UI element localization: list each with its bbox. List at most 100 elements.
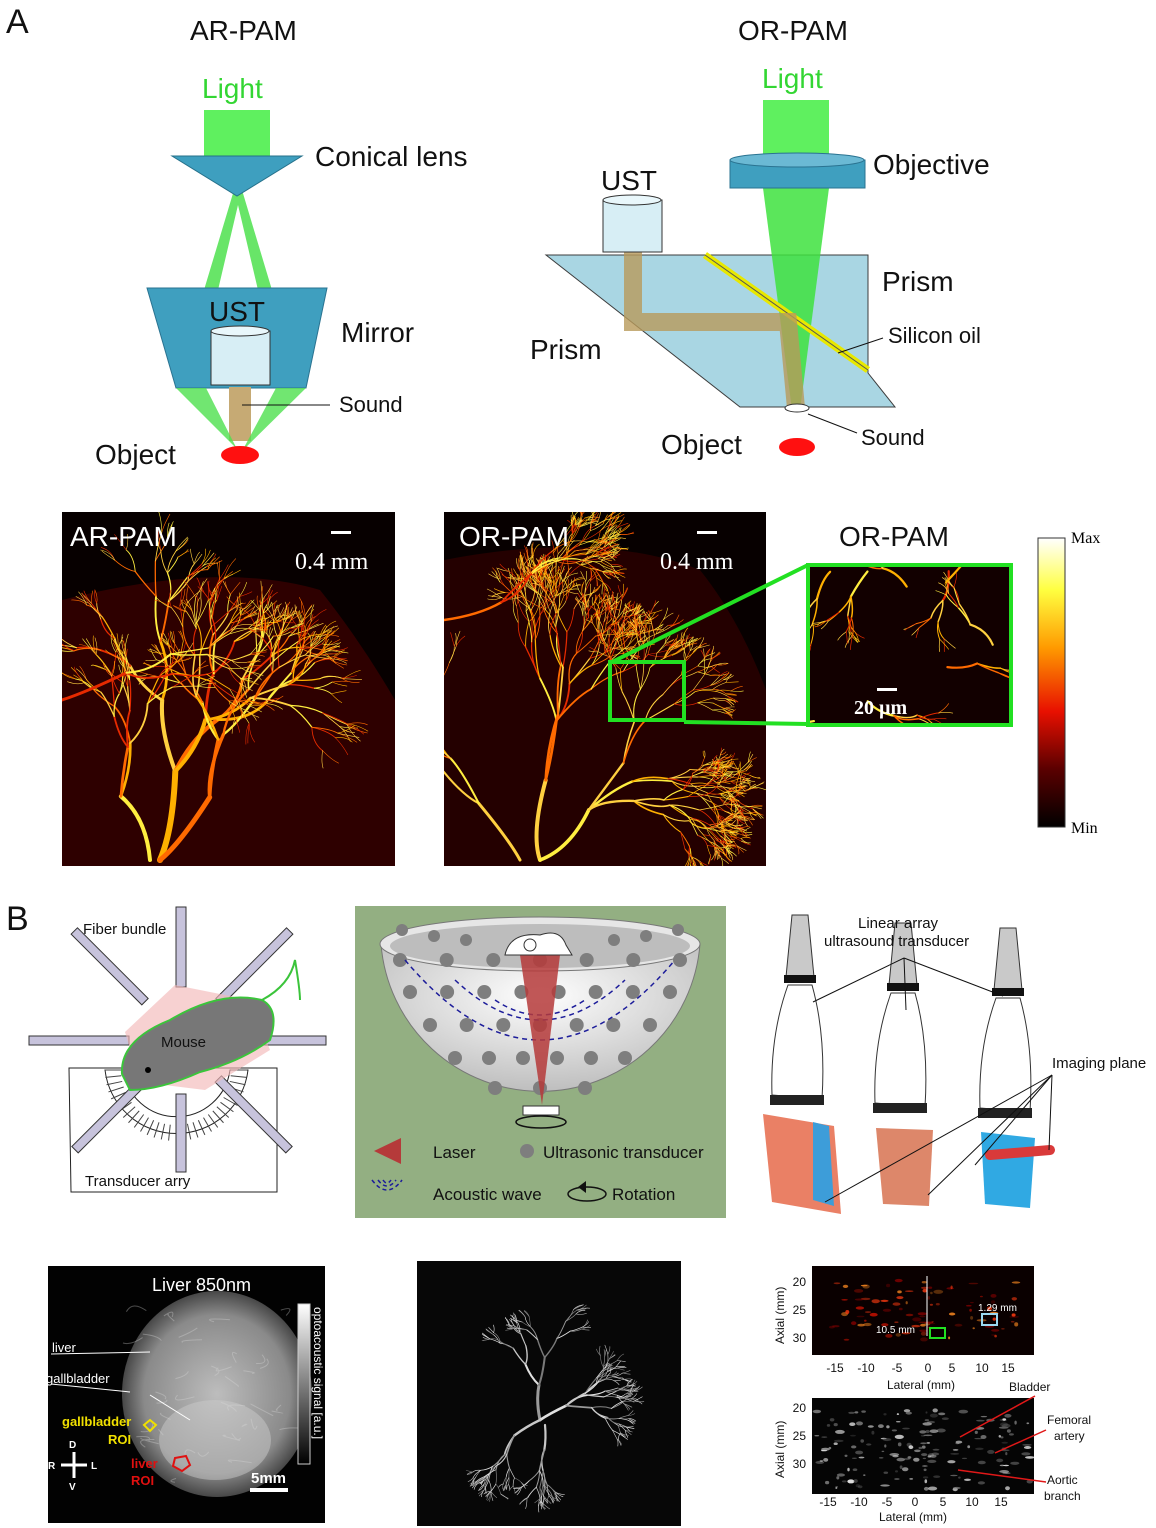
- panel-a-letter: A: [6, 3, 29, 41]
- ultrasonic-legend-label: Ultrasonic transducer: [543, 1143, 704, 1162]
- us-top-xlabel: Lateral (mm): [887, 1378, 955, 1392]
- laser-cone: [520, 955, 560, 1105]
- or-focused-beam: [763, 188, 829, 410]
- or-scale-bar: [697, 531, 717, 534]
- colorbar-max-label: Max: [1071, 530, 1100, 547]
- zoom-scale-label: 20 µm: [854, 697, 908, 719]
- ar-ust-cylinder: [210, 330, 271, 386]
- gallbladder-label: gallbladder: [46, 1371, 110, 1386]
- or-zoom-roi-box: [608, 660, 686, 722]
- axis-tick-label: 25: [793, 1303, 807, 1317]
- rotation-legend-icon: [567, 1186, 607, 1202]
- laser-legend-icon: [374, 1138, 401, 1164]
- or-pam-zoom-image: OR-PAM 20 µm: [611, 521, 1013, 727]
- ar-ust-label: UST: [209, 296, 265, 327]
- zoom-image-label: OR-PAM: [839, 521, 949, 552]
- or-pam-schematic: Light Objective UST Prism Silicon oil Pr…: [530, 63, 990, 460]
- or-pam-title: OR-PAM: [738, 15, 848, 46]
- axis-tick-label: 10: [965, 1495, 979, 1509]
- or-prism-left-label: Prism: [530, 334, 602, 365]
- axis-tick-label: 30: [793, 1457, 807, 1471]
- ar-object-shape: [221, 446, 259, 464]
- ar-scale-bar: [331, 531, 351, 534]
- orientation-r: R: [48, 1461, 56, 1472]
- axis-tick-label: 15: [994, 1495, 1008, 1509]
- bowl-schematic: Laser Ultrasonic transducer Acoustic wav…: [355, 906, 726, 1218]
- liver-scale-label: 5mm: [251, 1470, 286, 1487]
- or-prism-right-label: Prism: [882, 266, 954, 297]
- colorbar: Max Min: [1037, 530, 1100, 837]
- ar-pam-title: AR-PAM: [190, 15, 297, 46]
- or-ust-label: UST: [601, 165, 657, 196]
- imaging-plane-label: Imaging plane: [1052, 1055, 1146, 1072]
- vasculature-image: [417, 1261, 681, 1526]
- aortic-label-1: Aortic: [1047, 1473, 1078, 1487]
- acoustic-legend-label: Acoustic wave: [433, 1185, 542, 1204]
- axis-tick-label: -10: [850, 1495, 868, 1509]
- liver-label: liver: [52, 1340, 77, 1355]
- liver-roi-label-2: ROI: [131, 1473, 154, 1488]
- or-scale-label: 0.4 mm: [660, 549, 734, 575]
- fiber-bundles: [28, 906, 327, 1173]
- or-objective-label: Objective: [873, 149, 990, 180]
- axis-tick-label: 30: [793, 1331, 807, 1345]
- or-object-shape: [779, 438, 815, 456]
- axis-tick-label: -10: [857, 1361, 875, 1375]
- orientation-v: V: [69, 1482, 76, 1493]
- axis-tick-label: 20: [793, 1275, 807, 1289]
- us-top-measure-1: 10.5 mm: [876, 1325, 915, 1336]
- signal-axis-label: optoacoustic signal [a.u.]: [311, 1307, 325, 1439]
- orientation-l: L: [91, 1461, 97, 1472]
- or-sound-path: [624, 252, 805, 409]
- axis-tick-label: 5: [940, 1495, 947, 1509]
- or-silicon-oil-label: Silicon oil: [888, 323, 981, 348]
- ar-pam-image: AR-PAM 0.4 mm: [62, 512, 395, 866]
- conical-lens-shape: [170, 155, 304, 197]
- zoom-scale-bar: [877, 688, 897, 691]
- axis-tick-label: 10: [975, 1361, 989, 1375]
- us-top-image: 10.5 mm 1.29 mm Axial (mm) Lateral (mm) …: [773, 1266, 1034, 1392]
- ar-object-label: Object: [95, 439, 176, 470]
- us-bottom-image: Bladder Femoral artery Aortic branch Axi…: [773, 1380, 1091, 1524]
- orientation-d: D: [69, 1440, 76, 1451]
- axis-tick-label: 5: [949, 1361, 956, 1375]
- axis-tick-label: 15: [1001, 1361, 1015, 1375]
- fiber-top: [175, 906, 187, 988]
- colorbar-min-label: Min: [1071, 820, 1098, 837]
- ar-pam-schematic: Light Conical lens UST Mirror Sound Obje…: [95, 73, 468, 470]
- us-bottom-ylabel: Axial (mm): [773, 1421, 787, 1478]
- us-bottom-xlabel: Lateral (mm): [879, 1510, 947, 1524]
- axis-tick-label: 20: [793, 1401, 807, 1415]
- ar-light-beam: [204, 110, 270, 158]
- ring-array-schematic: Fiber bundle Mouse Transducer arry: [28, 906, 327, 1193]
- linear-array-title-2: ultrasound transducer: [824, 933, 969, 950]
- ar-sound-path: [229, 387, 251, 441]
- liver-image: Liver 850nm liver gallbladder gallbladde…: [46, 1266, 325, 1523]
- axis-tick-label: 25: [793, 1429, 807, 1443]
- laser-legend-label: Laser: [433, 1143, 476, 1162]
- axis-tick-label: -15: [826, 1361, 844, 1375]
- linear-array-schematic: Linear array ultrasound transducer Imagi…: [763, 914, 1146, 1214]
- transducer-legend-icon: [520, 1144, 534, 1158]
- fiber-bottom: [175, 1093, 187, 1173]
- ar-mirror-label: Mirror: [341, 317, 414, 348]
- panel-b-letter: B: [6, 900, 29, 938]
- or-image-label: OR-PAM: [459, 521, 569, 552]
- gallbladder-roi-label-2: ROI: [108, 1432, 131, 1447]
- liver-roi-label-1: liver: [131, 1456, 158, 1471]
- zoom-frame: [806, 563, 1013, 727]
- femoral-label-1: Femoral: [1047, 1413, 1091, 1427]
- gallbladder-roi-label-1: gallbladder: [62, 1414, 131, 1429]
- ar-light-label: Light: [202, 73, 263, 104]
- axis-tick-label: 0: [925, 1361, 932, 1375]
- linear-array-title-1: Linear array: [858, 915, 939, 932]
- axis-tick-label: -5: [892, 1361, 903, 1375]
- ar-scale-label: 0.4 mm: [295, 549, 369, 575]
- ar-crossing-beams: [204, 190, 272, 290]
- axis-tick-label: -15: [819, 1495, 837, 1509]
- us-top-measure-2: 1.29 mm: [978, 1303, 1017, 1314]
- fiber-bundle-label: Fiber bundle: [83, 921, 166, 938]
- acoustic-legend-icon: [371, 1179, 403, 1191]
- fiber-top-left: [70, 927, 149, 1006]
